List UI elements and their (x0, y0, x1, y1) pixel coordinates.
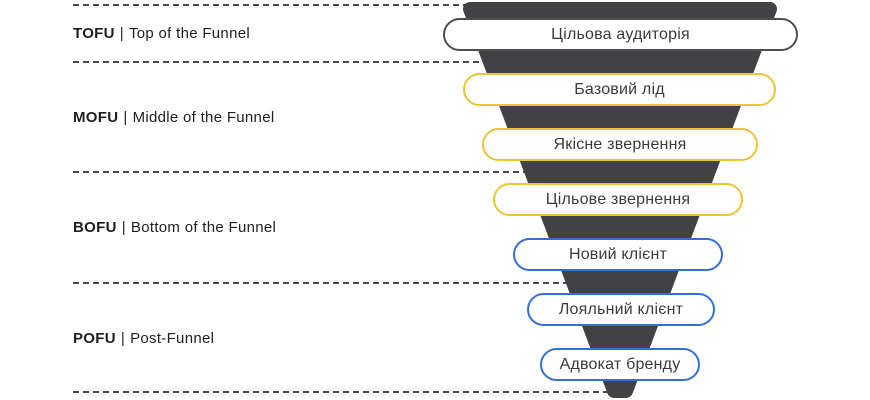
section-label-bofu: BOFU|Bottom of the Funnel (73, 218, 276, 238)
funnel-stage-new-client: Новий клієнт (513, 238, 723, 271)
section-acronym: POFU (73, 330, 116, 347)
funnel-stage-basic-lead: Базовий лід (463, 73, 776, 106)
section-separator: | (119, 25, 124, 42)
section-acronym: BOFU (73, 219, 117, 236)
section-separator: | (121, 219, 126, 236)
section-label-pofu: POFU|Post-Funnel (73, 329, 214, 349)
section-acronym: MOFU (73, 109, 119, 126)
section-divider-2 (73, 61, 487, 63)
section-divider-5 (73, 391, 608, 393)
section-divider-1 (73, 4, 465, 6)
funnel-stage-loyal-client: Лояльний клієнт (527, 293, 715, 326)
section-label-tofu: TOFU|Top of the Funnel (73, 24, 250, 44)
section-name: Top of the Funnel (128, 25, 250, 42)
funnel-stage-targeted-inquiry: Цільове звернення (493, 183, 743, 216)
section-divider-3 (73, 171, 527, 173)
funnel-stage-quality-inquiry: Якісне звернення (482, 128, 758, 161)
section-divider-4 (73, 282, 567, 284)
section-separator: | (123, 109, 128, 126)
section-name: Middle of the Funnel (132, 109, 275, 126)
section-label-mofu: MOFU|Middle of the Funnel (73, 108, 274, 128)
funnel-stage-target-audience: Цільова аудиторія (443, 18, 798, 51)
section-name: Bottom of the Funnel (130, 219, 277, 236)
section-name: Post-Funnel (130, 330, 215, 347)
funnel-stage-brand-advocate: Адвокат бренду (540, 348, 700, 381)
section-acronym: TOFU (73, 25, 115, 42)
section-separator: | (120, 330, 126, 347)
